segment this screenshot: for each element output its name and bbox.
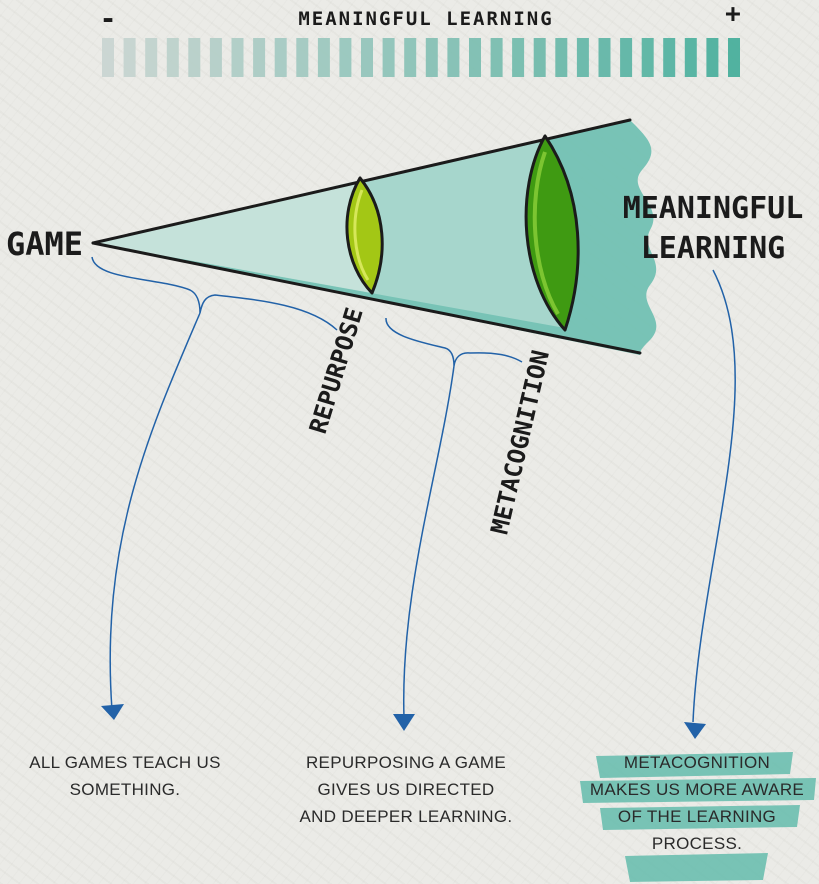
scale-block — [232, 38, 244, 77]
scale-block — [102, 38, 114, 77]
caption-metacognition-line: PROCESS. — [580, 830, 814, 857]
game-label: GAME — [6, 225, 83, 263]
scale-block — [663, 38, 675, 77]
scale-block — [577, 38, 589, 77]
scale-block — [253, 38, 265, 77]
scale-block — [188, 38, 200, 77]
scale-block — [296, 38, 308, 77]
caption-repurposing: REPURPOSING A GAME GIVES US DIRECTED AND… — [292, 749, 520, 830]
repurpose-label: REPURPOSE — [304, 304, 369, 437]
caption-repurposing-line: AND DEEPER LEARNING. — [292, 803, 520, 830]
scale-block — [167, 38, 179, 77]
scale-block — [728, 38, 740, 77]
scale-plus-label: + — [725, 0, 741, 29]
scale-block — [706, 38, 718, 77]
arrow-to-games-caption — [101, 313, 200, 720]
scale-block — [469, 38, 481, 77]
meaningful-learning-label-line2: LEARNING — [641, 231, 786, 266]
scale-block — [210, 38, 222, 77]
scale-block — [275, 38, 287, 77]
scale-block — [124, 38, 136, 77]
scale-bar: - + MEANINGFUL LEARNING — [100, 0, 741, 77]
arrow-to-metacognition-caption — [684, 270, 735, 739]
scale-block — [404, 38, 416, 77]
metacognition-label: METACOGNITION — [485, 348, 555, 537]
caption-games-line: ALL GAMES TEACH US — [20, 749, 230, 776]
scale-block — [555, 38, 567, 77]
scale-block — [620, 38, 632, 77]
scale-block — [599, 38, 611, 77]
scale-block — [447, 38, 459, 77]
caption-repurposing-line: GIVES US DIRECTED — [292, 776, 520, 803]
scale-block — [685, 38, 697, 77]
caption-games-line: SOMETHING. — [20, 776, 230, 803]
scale-block — [491, 38, 503, 77]
arrow-to-repurposing-caption — [393, 366, 454, 731]
scale-block — [512, 38, 524, 77]
cone-fill-narrow — [93, 180, 372, 293]
meaningful-learning-label-line1: MEANINGFUL — [623, 191, 804, 226]
scale-block — [642, 38, 654, 77]
scale-block — [534, 38, 546, 77]
scale-block — [426, 38, 438, 77]
scale-minus-label: - — [100, 2, 117, 35]
caption-repurposing-line: REPURPOSING A GAME — [292, 749, 520, 776]
caption-games: ALL GAMES TEACH US SOMETHING. — [20, 749, 230, 803]
caption-metacognition-line: OF THE LEARNING — [580, 803, 814, 830]
scale-title: MEANINGFUL LEARNING — [298, 8, 553, 30]
scale-block — [145, 38, 157, 77]
scale-block — [339, 38, 351, 77]
caption-metacognition-line: METACOGNITION — [580, 749, 814, 776]
caption-metacognition-line: MAKES US MORE AWARE — [580, 776, 814, 803]
caption-metacognition: METACOGNITION MAKES US MORE AWARE OF THE… — [580, 749, 814, 857]
scale-block — [361, 38, 373, 77]
scale-block — [318, 38, 330, 77]
scale-block — [383, 38, 395, 77]
